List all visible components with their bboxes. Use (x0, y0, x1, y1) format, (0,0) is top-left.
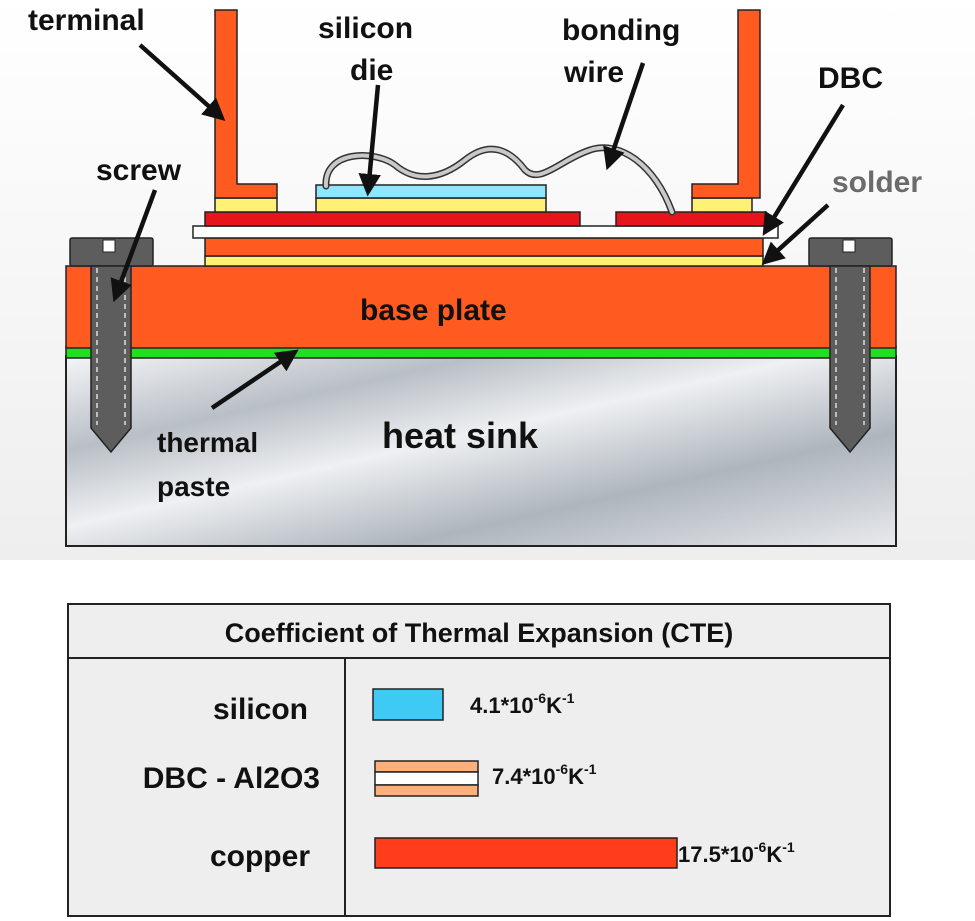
cte-table-title: Coefficient of Thermal Expansion (CTE) (225, 618, 734, 648)
label-screw: screw (96, 154, 182, 187)
dbc-ceramic (192, 225, 779, 239)
arrow-silicon-die (358, 84, 381, 197)
cte-row-value: 4.1*10-6K-1 (470, 690, 575, 718)
cte-row-material: DBC - Al2O3 (143, 762, 320, 795)
callout-arrows (110, 43, 845, 410)
arrow-terminal (138, 43, 226, 121)
screw-left (69, 237, 154, 454)
heat-sink (65, 355, 897, 547)
terminal-right (691, 9, 761, 199)
cte-row-material: copper (210, 840, 310, 873)
label-dbc: DBC (818, 62, 883, 95)
label-bonding-wire-line1: bonding (562, 14, 680, 47)
dbc-copper-top-left (204, 211, 581, 227)
terminal-left (214, 9, 278, 199)
label-silicon-die-line1: silicon (318, 12, 413, 45)
label-thermal-paste-line2: paste (157, 471, 230, 502)
terminal-solder-left (214, 197, 278, 213)
label-bonding-wire-line2: wire (563, 56, 624, 89)
cte-table-frame (67, 603, 891, 917)
dbc-copper-bottom (204, 237, 764, 257)
arrow-screw (110, 189, 158, 303)
dbc-copper-top-right (615, 211, 767, 227)
solder-layer-bottom (204, 255, 764, 267)
arrow-bonding-wire (603, 62, 646, 171)
arrow-thermal-paste (210, 349, 299, 410)
silicon-die (315, 184, 547, 199)
label-silicon-die-line2: die (350, 54, 393, 87)
label-solder: solder (832, 166, 922, 199)
cte-swatch-copper (374, 837, 678, 869)
arrow-dbc (762, 103, 845, 236)
cte-row-value: 17.5*10-6K-1 (678, 839, 795, 867)
label-heat-sink: heat sink (382, 415, 539, 456)
label-base-plate: base plate (360, 294, 507, 327)
cte-swatch-silicon (372, 688, 444, 721)
die-solder (315, 197, 547, 213)
cte-row-material: silicon (213, 693, 308, 726)
terminal-solder-right (691, 197, 753, 213)
cte-swatch-dbc (374, 760, 479, 797)
label-thermal-paste-line1: thermal (157, 427, 258, 458)
base-plate (65, 265, 897, 349)
cte-table: Coefficient of Thermal Expansion (CTE) s… (67, 603, 891, 917)
cte-row-value: 7.4*10-6K-1 (492, 761, 597, 789)
arrow-solder (761, 203, 830, 266)
screw-right (808, 237, 893, 454)
label-terminal: terminal (28, 4, 145, 37)
